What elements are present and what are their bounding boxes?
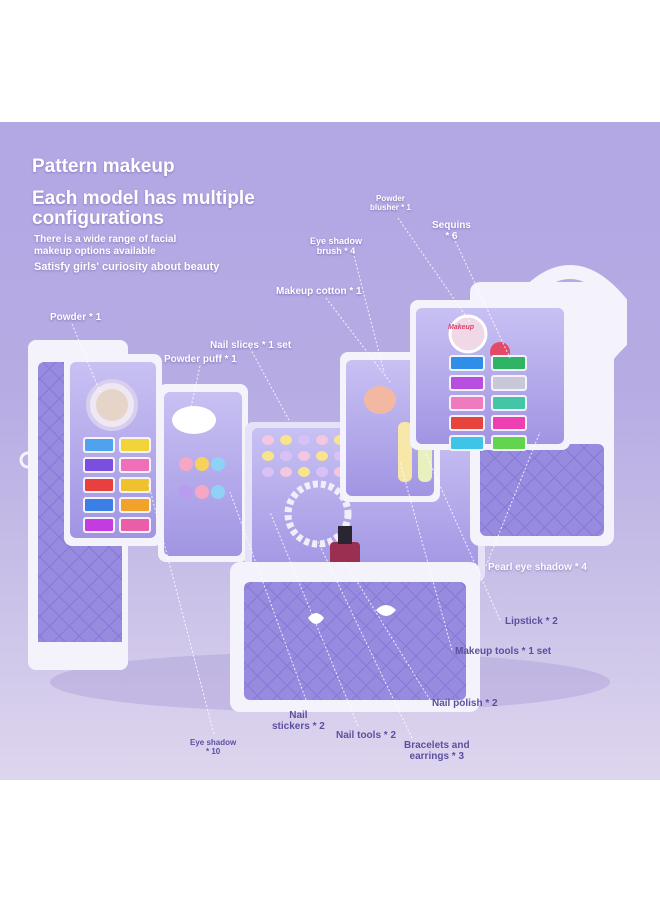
eyeshadow-pan xyxy=(83,457,115,473)
blusher-compact xyxy=(448,314,488,354)
eyeshadow-pan xyxy=(491,375,527,391)
leader-lines xyxy=(71,217,541,739)
description-line-2: makeup options available xyxy=(34,246,156,257)
page-title: Pattern makeup xyxy=(32,156,175,177)
left-clasp xyxy=(19,451,37,469)
eyeshadow-pan xyxy=(491,355,527,371)
nail-sticker xyxy=(211,485,225,499)
description-line-3: Satisfy girls' curiosity about beauty xyxy=(34,261,220,273)
bracelet xyxy=(284,480,352,548)
eyeshadow-pan xyxy=(449,435,485,451)
nail-slice xyxy=(298,435,310,445)
label-nail-polish: Nail polish * 2 xyxy=(432,698,498,709)
right-tray xyxy=(410,300,570,450)
eyeshadow-pan xyxy=(119,517,151,533)
nail-slice xyxy=(298,451,310,461)
eyeshadow-pan xyxy=(449,375,485,391)
eyeshadow-pan xyxy=(83,497,115,513)
nail-slice xyxy=(280,435,292,445)
eyeshadow-pan xyxy=(491,435,527,451)
label-lipstick: Lipstick * 2 xyxy=(505,616,558,627)
bow-ornament-left xyxy=(308,613,324,624)
nail-slice xyxy=(280,467,292,477)
label-bracelets-earrings: Bracelets and earrings * 3 xyxy=(404,740,470,762)
label-nail-tools: Nail tools * 2 xyxy=(336,730,397,741)
eyeshadow-pan xyxy=(449,415,485,431)
nail-sticker xyxy=(195,457,209,471)
label-eye-shadow-brush: Eye shadow brush * 4 xyxy=(310,236,363,256)
eyeshadow-pan xyxy=(491,395,527,411)
eyeshadow-pan xyxy=(491,415,527,431)
lipstick-1 xyxy=(398,422,412,482)
nail-slice xyxy=(316,451,328,461)
label-pearl-eye-shadow: Pearl eye shadow * 4 xyxy=(488,562,587,573)
label-makeup-cotton: Makeup cotton * 1 xyxy=(276,286,362,297)
eyeshadow-grid-left xyxy=(83,437,151,533)
nail-slice xyxy=(262,451,274,461)
label-nail-slices: Nail slices * 1 set xyxy=(210,340,292,351)
eyeshadow-pan xyxy=(449,355,485,371)
case-handle xyxy=(513,265,627,389)
makeup-case-illustration xyxy=(19,217,627,739)
nail-slice xyxy=(316,467,328,477)
eyeshadow-pan xyxy=(449,395,485,411)
label-nail-stickers: Nail stickers * 2 xyxy=(272,710,325,732)
eyeshadow-pan xyxy=(119,437,151,453)
label-powder: Powder * 1 xyxy=(50,312,102,323)
label-powder-blusher: Powder blusher * 1 xyxy=(370,194,411,212)
nail-sticker xyxy=(179,457,193,471)
eyeshadow-pan xyxy=(83,477,115,493)
makeup-sponge xyxy=(364,386,396,414)
nail-slice xyxy=(280,451,292,461)
nail-sticker xyxy=(179,485,193,499)
nail-slice xyxy=(298,467,310,477)
nail-slice xyxy=(262,435,274,445)
label-eye-shadow: Eye shadow * 10 xyxy=(190,738,237,756)
front-box xyxy=(230,562,480,712)
powder-puff xyxy=(172,406,216,434)
subtitle-line-1: Each model has multiple xyxy=(32,188,255,209)
nail-sticker xyxy=(211,457,225,471)
nail-slice xyxy=(316,435,328,445)
bow-ornament-right xyxy=(376,605,396,616)
description-line-1: There is a wide range of facial xyxy=(34,234,177,245)
nail-sticker xyxy=(195,485,209,499)
eyeshadow-pan xyxy=(83,437,115,453)
product-panel: Pattern makeup Each model has multiple c… xyxy=(0,122,660,780)
subtitle-line-2: configurations xyxy=(32,208,164,229)
eyeshadow-pan xyxy=(119,477,151,493)
eyeshadow-grid-right xyxy=(449,355,527,451)
eyeshadow-pan xyxy=(83,517,115,533)
label-powder-puff: Powder puff * 1 xyxy=(164,354,237,365)
label-makeup-tools: Makeup tools * 1 set xyxy=(455,646,552,657)
eyeshadow-pan xyxy=(119,457,151,473)
middle-left-tray xyxy=(158,384,248,562)
label-sequins: Sequins * 6 xyxy=(432,220,471,242)
nail-slice xyxy=(262,467,274,477)
eyeshadow-pan xyxy=(119,497,151,513)
brand-mark: Makeup xyxy=(448,324,475,331)
